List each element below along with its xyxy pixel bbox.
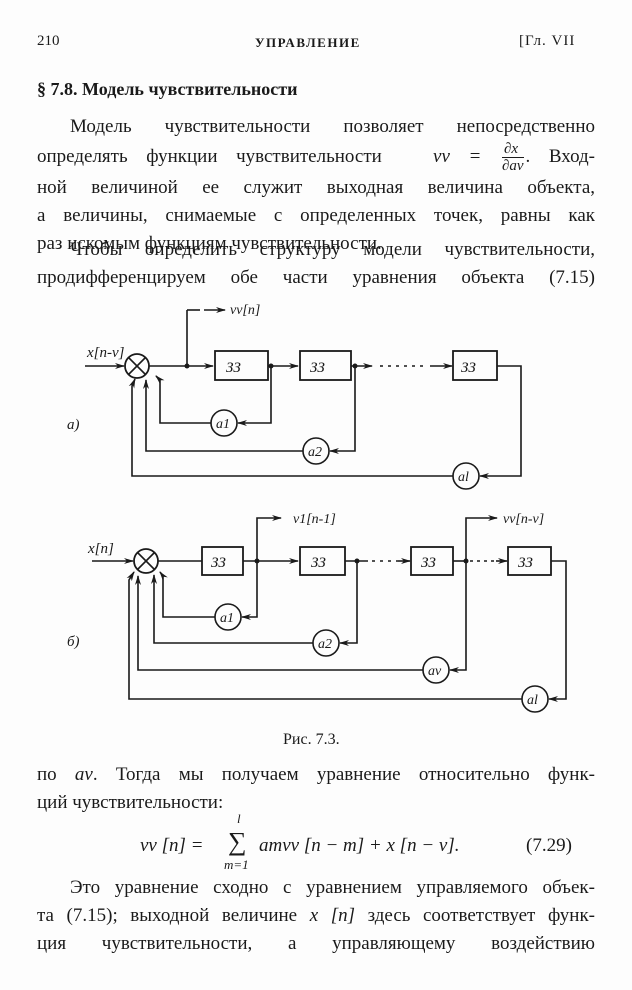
coef-label-al: al [527, 693, 538, 708]
page-number: 210 [37, 33, 60, 49]
fraction-denominator: ∂aν [501, 158, 524, 174]
output-label-a: vν[n] [230, 303, 260, 318]
feedback-line-al [479, 365, 522, 479]
feedback-return-a1 [159, 571, 215, 618]
sum-lower-limit: m=1 [224, 857, 249, 872]
junction-dot [463, 558, 469, 564]
summer-node [133, 548, 159, 574]
coef-label-a1: a1 [220, 611, 234, 626]
equation-number: (7.29) [526, 835, 572, 856]
delay-label: ЗЗ [310, 360, 325, 376]
sensitivity-model-diagram: x[n-ν] vν[n] ЗЗ ЗЗ ЗЗ a1 a2 al а) x[n] v… [67, 303, 567, 713]
sum-upper-limit: l [237, 811, 241, 826]
text-fragment: здесь соответствует функ- [367, 905, 596, 926]
variable: x [n] [309, 905, 356, 926]
diagram-a-label: а) [67, 417, 80, 433]
input-label-a: x[n-ν] [86, 345, 125, 361]
feedback-return-a2 [143, 379, 303, 452]
text-line: Это уравнение сходно с уравнением управл… [70, 877, 595, 898]
diagram-b-label: б) [67, 634, 80, 650]
section-title: § 7.8. Модель чувствительности [37, 79, 298, 99]
junction-dot [352, 363, 358, 369]
text-line: по aν. Тогда мы получаем уравнение относ… [37, 761, 595, 789]
coef-label-a2: a2 [308, 445, 322, 460]
text-fragment: . Тогда мы получаем уравнение относитель… [92, 764, 595, 785]
text-line-with-formula: определять функции чувствительности vν =… [37, 141, 595, 174]
text-line: Чтобы определить структуру модели чувств… [70, 239, 595, 260]
output-branch-1 [256, 515, 282, 561]
junction-dot [254, 558, 260, 564]
paragraph-intro: Модель чувствительности позволяет непоср… [37, 113, 595, 258]
partial-derivative-fraction: ∂x ∂aν [501, 141, 524, 174]
feedback-return-al [126, 571, 522, 700]
formula-lhs: vν = [433, 145, 482, 167]
junction-dot [268, 363, 274, 369]
feedback-return-av [135, 575, 423, 671]
junction-dot [184, 363, 190, 369]
delay-label: ЗЗ [518, 555, 533, 571]
text-line: ция чувствительности, а управляющему воз… [37, 933, 595, 954]
delay-label: ЗЗ [226, 360, 241, 376]
feedback-line-al [548, 560, 567, 702]
delay-block [299, 350, 352, 381]
feedback-return-al [128, 378, 453, 477]
text-line: а величины, снимаемые с определенных точ… [37, 205, 595, 226]
feedback-line-a1 [237, 366, 272, 426]
coef-label-al: al [458, 470, 469, 485]
paragraph-equation-intro: по aν. Тогда мы получаем уравнение относ… [37, 761, 595, 817]
delay-label: ЗЗ [461, 360, 476, 376]
feedback-return-a1 [155, 375, 211, 424]
delay-label: ЗЗ [421, 555, 436, 571]
fraction-numerator: ∂x [501, 141, 524, 158]
text-line: ций чувствительности: [37, 792, 224, 813]
junction-dot [354, 558, 360, 564]
coef-label-av: aν [428, 664, 442, 679]
feedback-line-av [449, 561, 467, 673]
text-line: продифференцируем обе части уравнения об… [37, 267, 595, 288]
diagram-b [92, 515, 567, 713]
delay-block [214, 350, 269, 381]
diagram-a [85, 307, 522, 490]
text-fragment: . Вход- [525, 145, 596, 167]
summer-node [124, 353, 150, 379]
sum-symbol: ∑ [228, 827, 247, 856]
feedback-line-a1 [241, 561, 258, 620]
equation-rhs: amvν [n − m] + x [n − ν]. [259, 835, 460, 856]
text-line: та (7.15); выходной величине x [n] здесь… [37, 902, 595, 930]
output1-label-b: v1[n-1] [293, 512, 336, 527]
equation-lhs: vν [n] = [140, 835, 204, 856]
text-fragment: определять функции чувствительности [37, 145, 382, 167]
variable: aν [74, 764, 93, 785]
coef-label-a1: a1 [216, 417, 230, 432]
figure-caption: Рис. 7.3. [283, 731, 340, 748]
text-fragment: та (7.15); выходной величине [37, 905, 298, 926]
delay-label: ЗЗ [211, 555, 226, 571]
text-line: раз искомым функциям чувствительности. [37, 233, 382, 254]
input-label-b: x[n] [87, 541, 114, 557]
paragraph-conclusion: Это уравнение сходно с уравнением управл… [37, 874, 595, 958]
paragraph-structure: Чтобы определить структуру модели чувств… [37, 236, 595, 292]
output-branch-2 [465, 515, 498, 561]
feedback-return-a2 [151, 574, 313, 644]
equation-7-29: vν [n] = l ∑ m=1 amvν [n − m] + x [n − ν… [140, 811, 600, 872]
chapter-reference: [Гл. VII [519, 33, 576, 49]
feedback-line-a2 [339, 561, 358, 646]
output2-label-b: vν[n-ν] [503, 512, 544, 527]
coef-label-a2: a2 [318, 637, 332, 652]
text-line: Модель чувствительности позволяет непоср… [70, 116, 595, 137]
text-line: ной величиной ее служит выходная величин… [37, 177, 595, 198]
feedback-line-a2 [329, 366, 356, 454]
delay-label: ЗЗ [311, 555, 326, 571]
text-fragment: по [37, 764, 57, 785]
running-title: УПРАВЛЕНИЕ [255, 35, 361, 50]
